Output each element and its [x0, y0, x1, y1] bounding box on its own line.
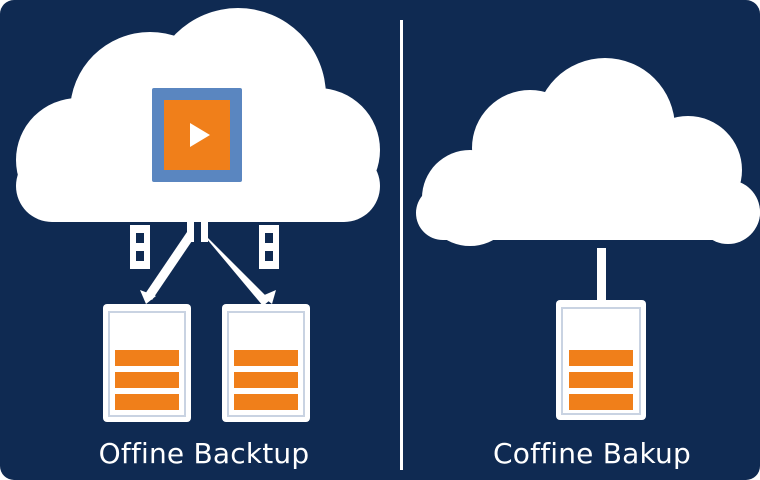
- server-icon: [222, 304, 310, 422]
- right-connector: [597, 248, 606, 300]
- left-panel: [16, 8, 380, 422]
- server-icon: [556, 300, 646, 420]
- left-connectors: [140, 182, 276, 306]
- play-icon: [152, 88, 242, 182]
- panel-divider: [400, 20, 403, 470]
- right-caption: Coffine Bakup: [493, 437, 691, 470]
- left-plug-icon: [130, 225, 150, 269]
- server-icon: [103, 304, 191, 422]
- left-caption: Offine Backtup: [98, 437, 310, 470]
- right-plug-icon: [259, 225, 279, 269]
- right-panel: [416, 58, 760, 420]
- right-cloud-icon: [416, 58, 760, 246]
